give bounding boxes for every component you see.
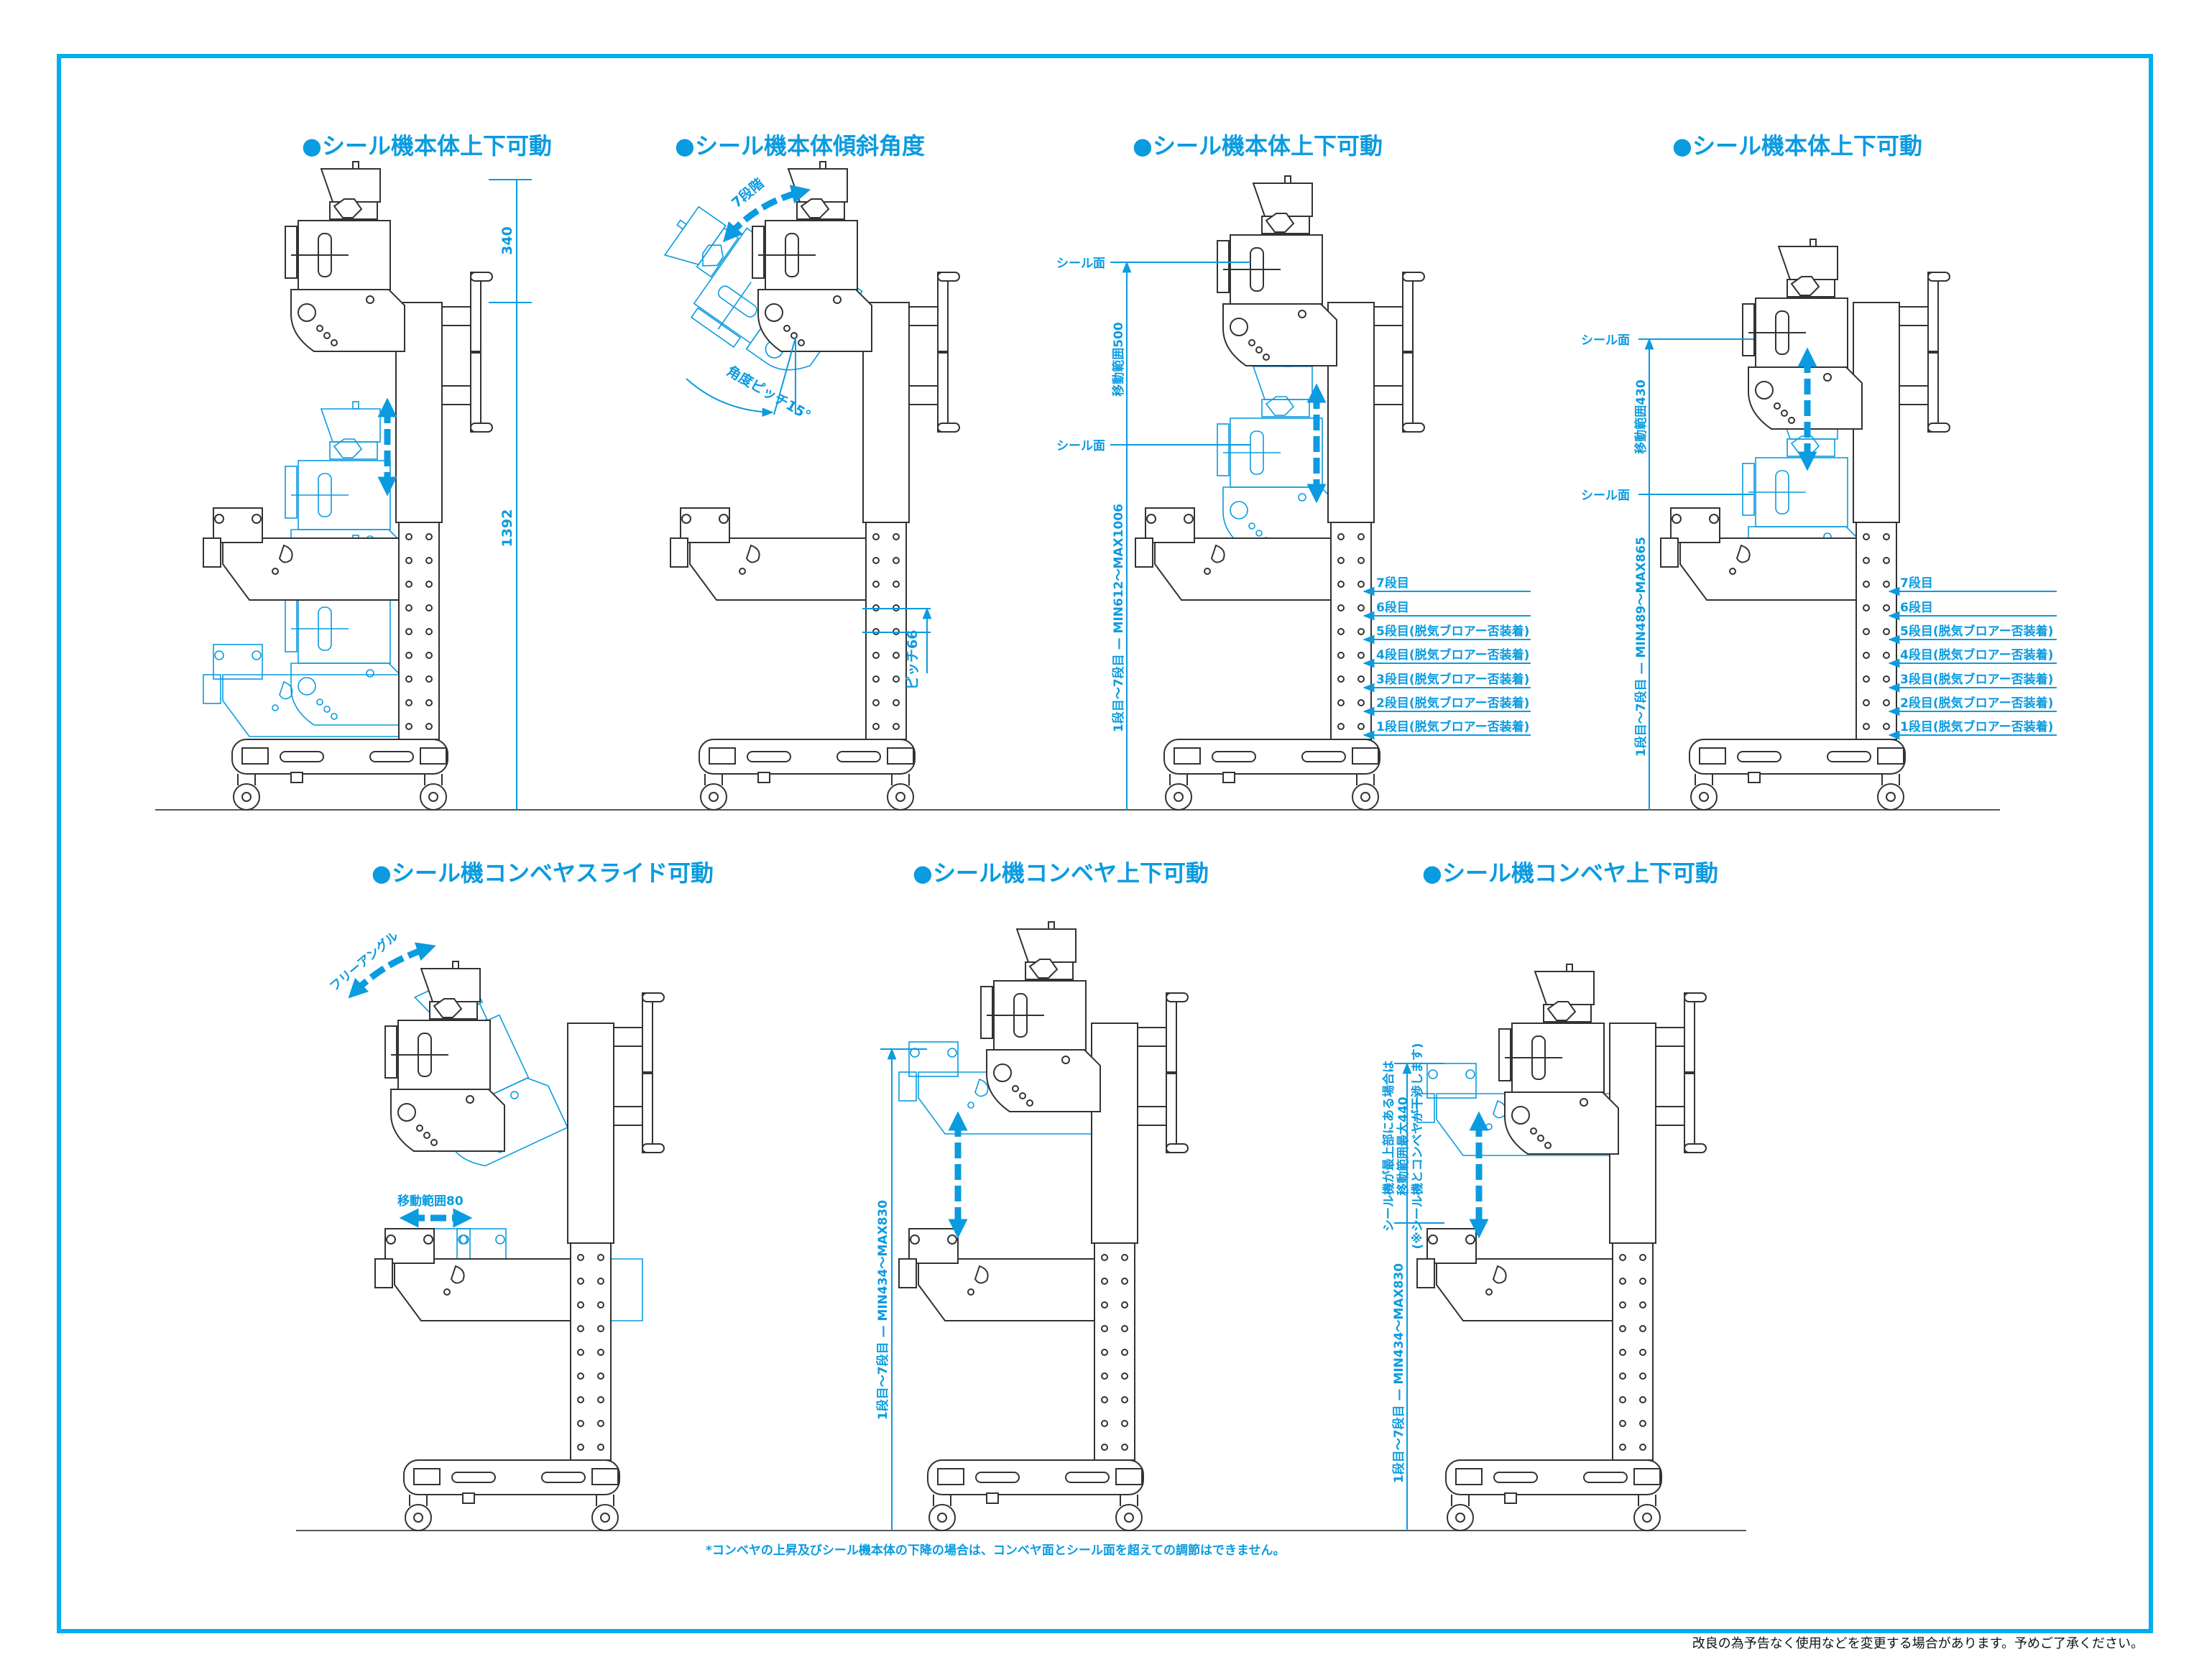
- title-conveyor-vertical-2: ●シール機コンベヤ上下可動: [1422, 859, 1718, 887]
- step-label: 6段目: [1900, 600, 1933, 615]
- machine-4: [1660, 239, 1950, 811]
- step-label: 2段目(脱気ブロアー否装着): [1900, 696, 2053, 711]
- title-conveyor-slide: ●シール機コンベヤスライド可動: [372, 859, 714, 887]
- conveyor: [670, 507, 867, 601]
- step-label: 5段目(脱気ブロアー否装着): [1900, 624, 2053, 639]
- title-seal-body-vertical-3: ●シール機本体上下可動: [1672, 132, 1922, 160]
- machine-5: [348, 942, 665, 1531]
- step-labels: 7段目 6段目 5段目(脱気ブロアー否装着) 4段目(脱気ブロアー否装着) 3段目(脱気…: [1363, 576, 1531, 740]
- m3-dimensions: シール面 シール面 移動範囲500 1段目～7段目 — MIN612～MAX10…: [1056, 257, 1531, 810]
- machine-6: [898, 921, 1189, 1531]
- dim-1392: 1392: [499, 509, 515, 548]
- machine-1: [203, 161, 493, 811]
- max-travel-note-line-1: シール機が最上部にある場合は: [1381, 1061, 1396, 1232]
- m7-dimensions: シール機が最上部にある場合は 移動範囲最大440 (※シール機とコンベヤが干渉し…: [1381, 1043, 1444, 1531]
- conveyor: [203, 507, 400, 601]
- step-label: 1段目(脱気ブロアー否装着): [1376, 719, 1529, 734]
- step-label: 7段目: [1376, 576, 1409, 591]
- step-label: 5段目(脱気ブロアー否装着): [1376, 624, 1529, 639]
- seal-head: [1742, 239, 1863, 430]
- step-label: 4段目(脱気ブロアー否装着): [1900, 647, 2053, 663]
- step-label: 7段目: [1900, 576, 1933, 591]
- machine-3: [1135, 175, 1425, 811]
- max-travel-note-line-3: (※シール機とコンベヤが干渉します): [1410, 1043, 1425, 1249]
- step-label: 3段目(脱気ブロアー否装着): [1900, 672, 2053, 687]
- seal-head: [980, 921, 1101, 1112]
- machine-2: [637, 161, 960, 811]
- sheet-border: [57, 54, 2153, 1633]
- conveyor: [1135, 507, 1332, 601]
- angle-pitch-label: 角度ピッチ15°: [724, 362, 814, 423]
- title-seal-body-vertical-1: ●シール機本体上下可動: [302, 132, 552, 160]
- step-label: 4段目(脱気ブロアー否装着): [1376, 647, 1529, 663]
- slide-range-label: 移動範囲80: [397, 1194, 464, 1209]
- m1-dimensions: 340 1392: [489, 179, 532, 810]
- step-label: 2段目(脱気ブロアー否装着): [1376, 696, 1529, 711]
- m4-dimensions: シール面 シール面 移動範囲430 1段目～7段目 — MIN489～MAX86…: [1581, 333, 2057, 810]
- seal-face-upper-label: シール面: [1581, 333, 1630, 348]
- height-range-label: 1段目～7段目 — MIN489～MAX865: [1633, 537, 1649, 757]
- max-travel-note-line-2: 移動範囲最大440: [1396, 1097, 1411, 1196]
- step-label: 3段目(脱気ブロアー否装着): [1376, 672, 1529, 687]
- seven-steps-label: 7段階: [728, 175, 767, 211]
- conveyor: [1660, 507, 1857, 601]
- seal-head: [752, 161, 872, 352]
- title-seal-body-vertical-2: ●シール機本体上下可動: [1133, 132, 1383, 160]
- conveyor: [1416, 1228, 1613, 1321]
- title-seal-body-tilt: ●シール機本体傾斜角度: [675, 132, 925, 160]
- tilt-arc-arrow: [723, 185, 811, 243]
- height-range-label: 1段目～7段目 — MIN612～MAX1006: [1111, 504, 1126, 732]
- m6-dimensions: 1段目～7段目 — MIN434～MAX830: [875, 1048, 927, 1531]
- conveyor: [898, 1228, 1095, 1321]
- title-conveyor-vertical-1: ●シール機コンベヤ上下可動: [913, 859, 1209, 887]
- height-range-label: 1段目～7段目 — MIN434～MAX830: [875, 1200, 890, 1420]
- travel-range-label: 移動範囲430: [1633, 379, 1649, 454]
- conveyor-ghost: [203, 644, 400, 737]
- machine-7: [1416, 964, 1707, 1531]
- dim-340: 340: [499, 226, 515, 255]
- pitch-66-label: ピッチ66: [905, 630, 921, 690]
- step-label: 1段目(脱気ブロアー否装着): [1900, 719, 2053, 734]
- seal-face-upper-label: シール面: [1056, 257, 1105, 271]
- free-angle-arc-arrow: [348, 942, 436, 999]
- seal-head: [384, 961, 505, 1152]
- conveyor-limit-note: *コンベヤの上昇及びシール機本体の下降の場合は、コンベヤ面とシール面を超えての調…: [706, 1543, 1286, 1558]
- step-label: 6段目: [1376, 600, 1409, 615]
- travel-range-label: 移動範囲500: [1111, 322, 1126, 397]
- seal-head: [1217, 175, 1337, 366]
- conveyor: [374, 1228, 571, 1321]
- seal-head: [285, 161, 405, 352]
- height-range-label: 1段目～7段目 — MIN434～MAX830: [1391, 1263, 1406, 1483]
- seal-head: [1498, 964, 1619, 1155]
- seal-head-ghost: [1217, 359, 1337, 550]
- seal-face-lower-label: シール面: [1581, 489, 1630, 503]
- seal-face-lower-label: シール面: [1056, 439, 1105, 453]
- disclaimer: 改良の為予告なく使用などを変更する場合があります。予めご了承ください。: [1692, 1636, 2144, 1651]
- step-labels: 7段目 6段目 5段目(脱気ブロアー否装着) 4段目(脱気ブロアー否装着) 3段目(脱気…: [1888, 576, 2057, 740]
